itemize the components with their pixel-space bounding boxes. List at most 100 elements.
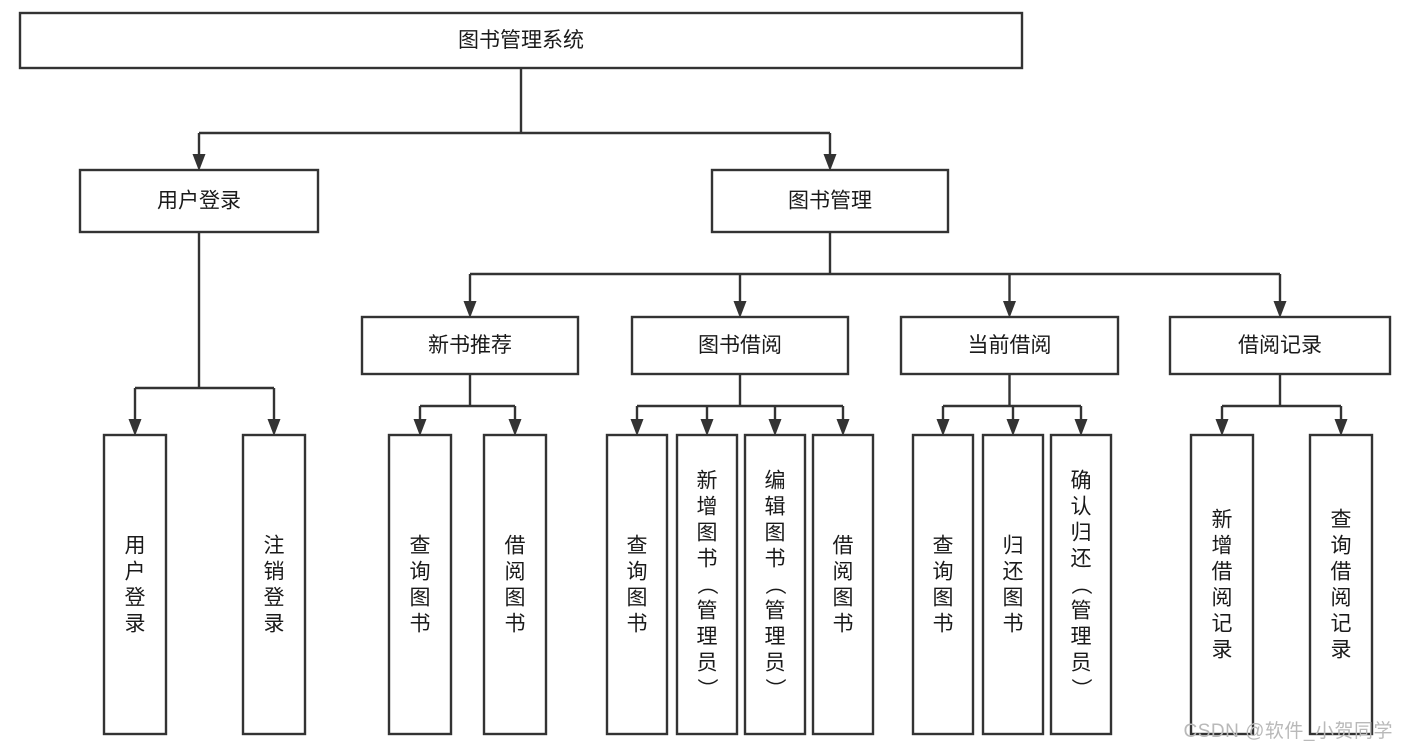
node-label-char: 查 (933, 535, 954, 558)
arrow-head-icon (1273, 301, 1287, 318)
node-label-char: 管 (697, 600, 718, 623)
arrow-head-icon (700, 419, 714, 436)
node-label-char: 新 (1212, 509, 1233, 532)
arrow-head-icon (733, 301, 747, 318)
node-box-current-borrow (899, 315, 1120, 376)
node-label-char: 户 (125, 561, 146, 584)
node-label-char: 书 (933, 613, 954, 636)
node-box-new-book-rec (360, 315, 580, 376)
node-label-char: 阅 (1212, 587, 1233, 610)
node-book-manage[interactable]: 图书管理 (710, 168, 950, 234)
node-label-char: ） (695, 678, 718, 699)
node-label-char: 登 (264, 587, 285, 610)
node-label-char: 注 (264, 535, 285, 558)
connectors-layer (128, 68, 1348, 436)
node-label-char: 书 (627, 613, 648, 636)
node-label-char: 书 (833, 613, 854, 636)
node-label-book-manage: 图书管理 (788, 190, 872, 213)
node-label-char: ） (1069, 678, 1092, 699)
node-label-char: 书 (410, 613, 431, 636)
node-box-user-login (78, 168, 320, 234)
node-label-char: 录 (125, 613, 146, 636)
node-label-char: 用 (125, 535, 146, 558)
node-label-char: 阅 (1331, 587, 1352, 610)
node-label-char: 编 (765, 470, 786, 493)
node-label-char: 辑 (765, 496, 786, 519)
node-user-login[interactable]: 用户登录 (78, 168, 320, 234)
node-label-char: 员 (765, 652, 786, 675)
node-label-char: （ (763, 574, 786, 595)
arrow-head-icon (463, 301, 477, 318)
node-label-borrow-record: 借阅记录 (1238, 334, 1322, 357)
arrow-head-icon (413, 419, 427, 436)
arrow-head-icon (1003, 301, 1016, 318)
node-label-char: 记 (1212, 613, 1233, 636)
arrow-head-icon (768, 419, 782, 436)
arrow-head-icon (267, 419, 281, 436)
node-leaf-user-login[interactable]: 用户登录 (102, 433, 168, 736)
connector-group-book-manage (463, 232, 1287, 318)
arrow-head-icon (936, 419, 950, 436)
node-label-char: 借 (1331, 561, 1352, 584)
node-label-char: 图 (505, 587, 526, 610)
node-label-char: 询 (1331, 535, 1352, 558)
node-current-borrow[interactable]: 当前借阅 (899, 315, 1120, 376)
node-label-char: 阅 (833, 561, 854, 584)
node-book-borrow[interactable]: 图书借阅 (630, 315, 850, 376)
arrow-head-icon (836, 419, 850, 436)
node-label-char: 借 (833, 535, 854, 558)
node-label-char: （ (1069, 574, 1092, 595)
node-label-char: 管 (1071, 600, 1092, 623)
node-box-leaf-br-add-record (1189, 433, 1255, 736)
node-label-char: 查 (627, 535, 648, 558)
node-label-char: 书 (697, 548, 718, 571)
node-label-char: 借 (1212, 561, 1233, 584)
node-borrow-record[interactable]: 借阅记录 (1168, 315, 1392, 376)
arrow-head-icon (630, 419, 644, 436)
node-label-char: 询 (627, 561, 648, 584)
node-label-new-book-rec: 新书推荐 (428, 334, 512, 357)
node-label-char: （ (695, 574, 718, 595)
node-label-char: 借 (505, 535, 526, 558)
node-label-char: 增 (697, 496, 718, 519)
node-label-current-borrow: 当前借阅 (968, 334, 1052, 357)
connector-group-root (192, 68, 837, 171)
node-label-char: 记 (1331, 613, 1352, 636)
node-label-char: 管 (765, 600, 786, 623)
node-label-char: 查 (1331, 509, 1352, 532)
node-root[interactable]: 图书管理系统 (18, 11, 1024, 70)
node-label-char: 书 (765, 548, 786, 571)
node-box-leaf-br-query-record (1308, 433, 1374, 736)
node-label-char: 图 (410, 587, 431, 610)
arrow-head-icon (1074, 419, 1088, 436)
node-label-char: 还 (1071, 548, 1092, 571)
node-label-char: 归 (1071, 522, 1092, 545)
node-label-char: 录 (264, 613, 285, 636)
node-label-char: 员 (697, 652, 718, 675)
arrow-head-icon (128, 419, 142, 436)
node-label-char: 还 (1003, 561, 1024, 584)
node-box-book-borrow (630, 315, 850, 376)
node-new-book-rec[interactable]: 新书推荐 (360, 315, 580, 376)
node-label-root: 图书管理系统 (458, 29, 584, 52)
node-label-char: 书 (1003, 613, 1024, 636)
node-box-leaf-cb-return-book (981, 433, 1045, 736)
nodes-layer: 图书管理系统用户登录图书管理新书推荐图书借阅当前借阅借阅记录用户登录注销登录查询… (18, 11, 1392, 736)
arrow-head-icon (1215, 419, 1229, 436)
node-box-leaf-rec-borrow-book (482, 433, 548, 736)
node-box-leaf-bb-edit-book (743, 433, 807, 736)
connector-group-new-book-rec (413, 374, 522, 436)
